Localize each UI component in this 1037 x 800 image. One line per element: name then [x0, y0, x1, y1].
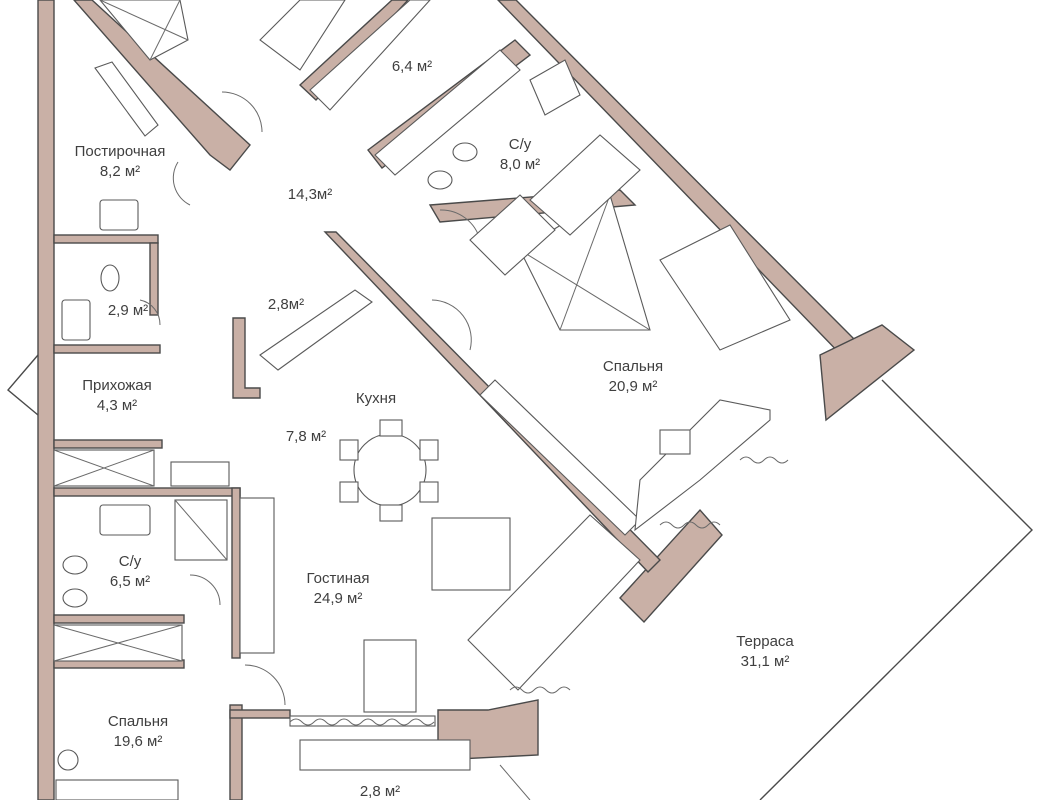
room-label-bedroom-left: Спальня 19,6 м² — [108, 712, 168, 752]
room-name: Терраса — [736, 633, 794, 650]
room-area: 2,8 м² — [359, 783, 401, 800]
room-area: 8,2 м² — [99, 163, 141, 180]
exterior-walls — [37, 0, 916, 800]
room-name: Прихожая — [82, 377, 152, 394]
room-name: С/у — [508, 136, 532, 153]
room-area: 4,3 м² — [96, 397, 138, 414]
terrace-outline — [499, 379, 1033, 800]
room-label-bedroom-right: Спальня 20,9 м² — [603, 357, 663, 397]
room-label-hall: 14,3м² — [288, 185, 333, 205]
room-area: 8,0 м² — [499, 156, 541, 173]
radiators — [289, 456, 789, 726]
room-area: 24,9 м² — [313, 590, 363, 607]
room-area: 20,9 м² — [608, 378, 658, 395]
room-area: 2,8м² — [267, 296, 305, 313]
room-name: Спальня — [602, 358, 664, 375]
furniture — [55, 0, 791, 800]
built-in-wardrobes — [53, 0, 651, 662]
room-label-pantry: 2,8м² — [268, 295, 304, 315]
room-area: 31,1 м² — [740, 653, 790, 670]
room-label-wc: 2,9 м² — [108, 301, 148, 321]
room-name: С/у — [118, 553, 142, 570]
bathroom-fixtures — [61, 59, 641, 608]
room-name: Спальня — [107, 713, 169, 730]
room-label-laundry: Постирочная 8,2 м² — [75, 142, 166, 182]
room-area: 6,5 м² — [109, 573, 151, 590]
door-swings — [7, 91, 481, 706]
room-area: 2,9 м² — [107, 302, 149, 319]
room-name: Постирочная — [74, 143, 166, 160]
room-label-living: Гостиная 24,9 м² — [307, 569, 370, 609]
room-label-bathroom-left: С/у 6,5 м² — [110, 552, 150, 592]
room-label-bathroom-top: С/у 8,0 м² — [500, 135, 540, 175]
room-label-storage-bottom: 2,8 м² — [360, 782, 400, 800]
room-label-kitchen: Кухня — [356, 389, 396, 409]
room-name: Гостиная — [306, 570, 370, 587]
room-area: 6,4 м² — [391, 58, 433, 75]
room-area: 7,8 м² — [285, 428, 327, 445]
room-area: 19,6 м² — [113, 733, 163, 750]
room-label-kitchen-area: 7,8 м² — [286, 427, 326, 447]
room-label-storage-top: 6,4 м² — [392, 57, 432, 77]
room-label-entrance: Прихожая 4,3 м² — [82, 376, 152, 416]
room-label-terrace: Терраса 31,1 м² — [736, 632, 794, 672]
room-area: 14,3м² — [287, 186, 333, 203]
room-name: Кухня — [355, 390, 397, 407]
